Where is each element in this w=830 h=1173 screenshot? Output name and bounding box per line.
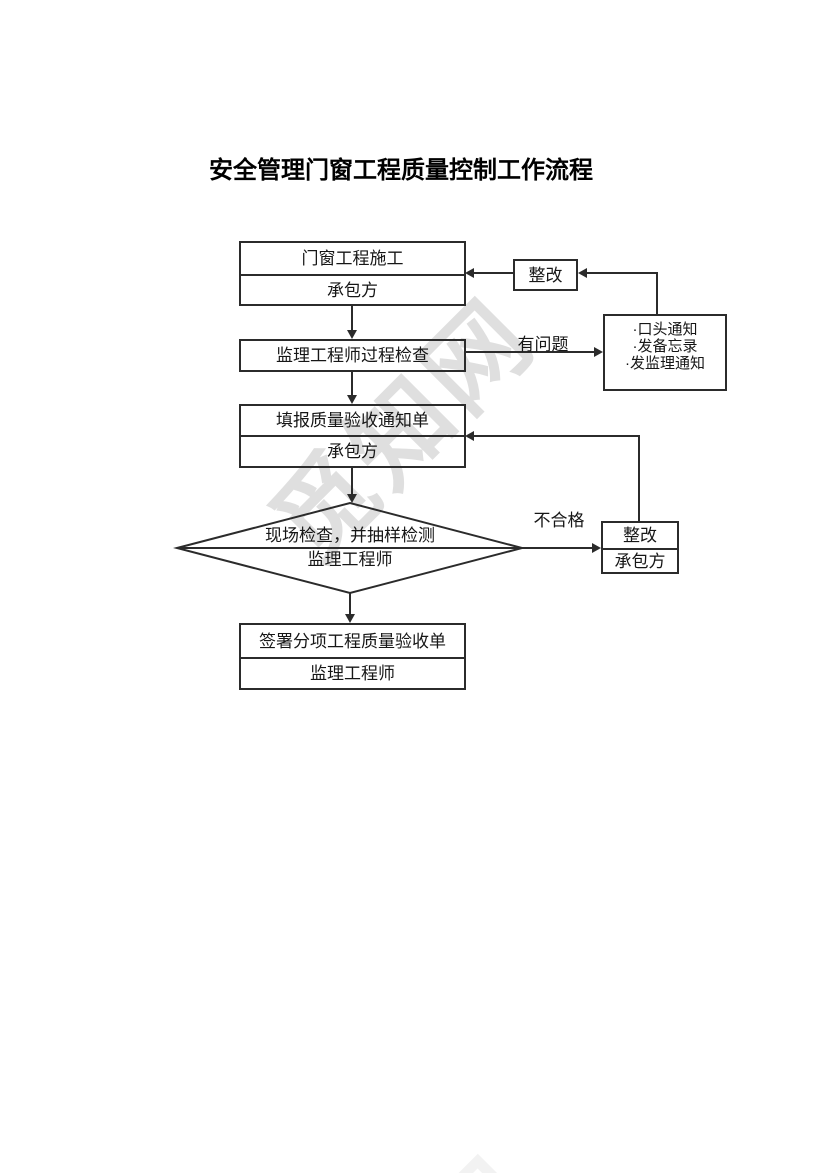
node-fill-acceptance: 填报质量验收通知单 承包方: [239, 404, 466, 468]
connector-rectify-bottom-to-fill: [465, 431, 640, 521]
connector-notice-to-rectify-top: [578, 268, 658, 314]
node-construction: 门窗工程施工 承包方: [239, 241, 466, 306]
connector-rectify-top-to-construction: [465, 268, 513, 278]
node-fill-acceptance-actor: 承包方: [327, 442, 378, 461]
node-rectify-bottom: 整改 承包方: [601, 521, 679, 574]
node-rectify-top: 整改: [513, 259, 578, 291]
node-process-check-label: 监理工程师过程检查: [276, 346, 429, 365]
node-sign-acceptance: 签署分项工程质量验收单 监理工程师: [239, 623, 466, 690]
node-process-check: 监理工程师过程检查: [239, 339, 466, 372]
node-fill-acceptance-step: 填报质量验收通知单: [241, 406, 464, 437]
connector-construction-to-process-check: [347, 306, 357, 339]
edge-label-has-problem: 有问题: [517, 335, 569, 354]
node-rectify-bottom-step: 整改: [603, 523, 677, 550]
connector-process-check-to-notice: [466, 347, 603, 357]
node-sign-acceptance-step: 签署分项工程质量验收单: [241, 625, 464, 659]
connector-process-check-to-fill: [347, 372, 357, 404]
page-title: 安全管理门窗工程质量控制工作流程: [209, 157, 593, 184]
node-construction-step: 门窗工程施工: [241, 243, 464, 276]
node-construction-actor: 承包方: [327, 280, 378, 300]
node-sign-acceptance-actor: 监理工程师: [310, 664, 395, 683]
node-rectify-bottom-actor: 承包方: [614, 551, 666, 571]
node-notice-methods: ·口头通知 ·发备忘录 ·发监理通知: [603, 314, 727, 391]
connector-fill-to-diamond: [347, 468, 357, 503]
node-site-check-step: 现场检查，并抽样检测: [265, 526, 435, 545]
notice-item: ·发备忘录: [632, 338, 698, 355]
notice-item: ·口头通知: [632, 321, 698, 338]
node-site-check-diamond: 现场检查，并抽样检测 监理工程师: [229, 524, 471, 572]
node-rectify-top-label: 整改: [528, 265, 563, 285]
connector-diamond-to-sign: [345, 593, 355, 623]
connector-diamond-to-rectify-bottom: [522, 543, 601, 553]
notice-item: ·发监理通知: [625, 355, 705, 372]
node-site-check-actor: 监理工程师: [307, 550, 393, 569]
edge-label-unqualified: 不合格: [533, 511, 585, 530]
